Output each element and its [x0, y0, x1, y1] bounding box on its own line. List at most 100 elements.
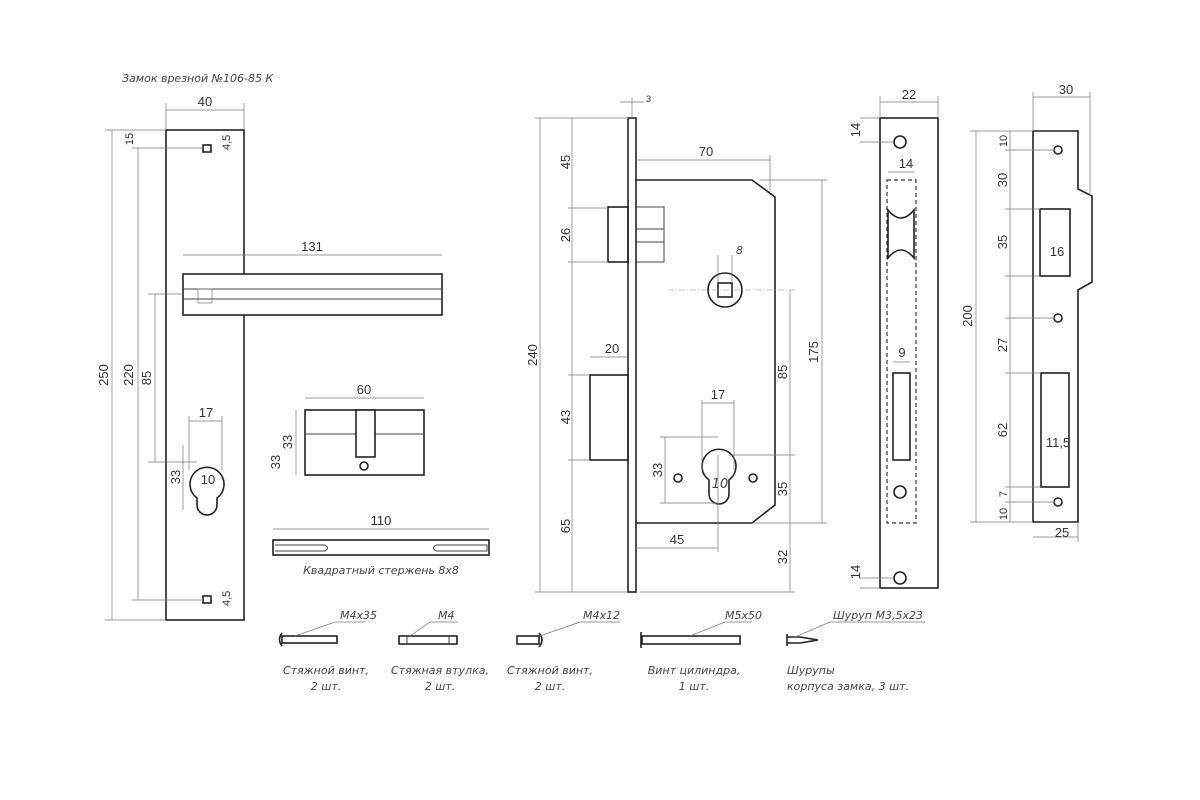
drawing-line — [886, 179, 917, 524]
drawing-line — [689, 621, 726, 637]
drawing-line — [794, 621, 831, 638]
dim-label: 131 — [301, 239, 323, 254]
dim-label: 14 — [848, 123, 863, 137]
dim-label: 8 — [736, 244, 743, 257]
drawing-line — [398, 635, 458, 645]
faceplate-front: 22 14 14 9 14 — [848, 87, 939, 589]
dim-label: 35 — [775, 482, 790, 496]
dim-label: 17 — [711, 387, 725, 402]
dim-label: 33 — [650, 463, 665, 477]
label-text: Шурупы — [787, 664, 835, 677]
cylinder-hole — [701, 448, 737, 505]
label-text: Стяжная втулка, — [391, 664, 489, 677]
drawing-line — [636, 206, 665, 263]
label-text: корпуса замка, 3 шт. — [787, 680, 909, 693]
latch — [607, 206, 629, 263]
drawing-line — [893, 571, 907, 585]
drawing-line — [893, 135, 907, 149]
dim-label: 30 — [1059, 82, 1073, 97]
drawing-line — [786, 634, 819, 646]
dim-label: 85 — [139, 371, 154, 385]
dim-label: 35 — [995, 235, 1010, 249]
dim-label: 70 — [699, 144, 713, 159]
dim-label: 14 — [899, 156, 913, 171]
dim-label: 240 — [525, 344, 540, 366]
label-text: M4 — [438, 609, 455, 622]
dim-label: 22 — [902, 87, 916, 102]
drawing-line — [359, 461, 369, 471]
dim-label: 30 — [995, 173, 1010, 187]
drawing-line — [892, 372, 911, 461]
dim-label: 45 — [670, 532, 684, 547]
dim-label: 45 — [558, 155, 573, 169]
dim-label: 10 — [712, 477, 729, 492]
drawing-line — [275, 544, 488, 552]
label-text: 2 шт. — [425, 680, 455, 693]
dim-label: 60 — [357, 382, 371, 397]
dim-label: 15 — [124, 133, 136, 145]
label-text: 1 шт. — [679, 680, 709, 693]
drawing-line — [1039, 208, 1071, 277]
drawing-line — [1032, 130, 1093, 523]
dim-label: 10 — [998, 508, 1010, 520]
drawing-title: Замок врезной №106-85 К — [122, 72, 275, 85]
keyhole — [189, 466, 225, 516]
cylinder: 60 33 33 — [268, 382, 425, 476]
drawing-line — [748, 473, 758, 483]
dim-label: 20 — [605, 341, 619, 356]
dim-label: 17 — [199, 405, 213, 420]
dim-label: 4,5 — [221, 135, 233, 150]
drawing-line — [673, 473, 683, 483]
drawing-line — [1053, 145, 1063, 155]
drawing-line — [355, 409, 376, 458]
dim-label: 32 — [775, 550, 790, 564]
strike-plate: 30 200 10 30 35 27 62 10 7 16 11,5 25 — [960, 82, 1093, 542]
drawing-line — [538, 632, 543, 648]
faceplate — [627, 117, 637, 593]
part-sleeve-m4: M4 Стяжная втулка, 2 шт. — [391, 609, 489, 693]
dim-label: 25 — [1055, 525, 1069, 540]
dim-label: 16 — [1050, 244, 1064, 259]
dim-label: 10 — [201, 472, 215, 487]
part-screw-m4x35: M4x35 Стяжной винт, 2 шт. — [278, 609, 377, 693]
dim-label: 14 — [848, 565, 863, 579]
drawing-line — [409, 621, 431, 637]
bar-label: Квадратный стержень 8х8 — [303, 564, 459, 577]
dim-label: 85 — [775, 365, 790, 379]
drawing-line — [1053, 497, 1063, 507]
dim-label: 65 — [558, 519, 573, 533]
dim-label: 62 — [995, 423, 1010, 437]
drawing-line — [1053, 313, 1063, 323]
dim-label: 33 — [168, 470, 183, 484]
drawing-line — [887, 207, 915, 261]
label-text: 2 шт. — [311, 680, 341, 693]
drawing-line — [879, 117, 939, 589]
handle-plate — [165, 129, 245, 621]
dim-label: 3 — [646, 94, 651, 104]
drawing-line — [641, 635, 741, 645]
dim-label: 220 — [121, 364, 136, 386]
dim-label: 27 — [995, 338, 1010, 352]
square-bar: 110 Квадратный стержень 8х8 — [272, 513, 490, 577]
part-screw-m5x50: M5x50 Винт цилиндра, 1 шт. — [640, 609, 762, 693]
dim-label: 40 — [198, 94, 212, 109]
dim-label: 250 — [96, 364, 111, 386]
dim-label: 200 — [960, 305, 975, 327]
dim-label: 11,5 — [1046, 435, 1070, 450]
dim-label: 175 — [806, 341, 821, 363]
screw-hole-top — [202, 144, 212, 153]
drawing-line — [294, 621, 336, 637]
label-text: Винт цилиндра, — [648, 664, 741, 677]
dim-label: 33 — [268, 455, 283, 469]
screw-hole-bottom — [202, 595, 212, 604]
drawing-line — [278, 632, 283, 647]
part-wood-screw-m35x23: Шуруп М3,5х23 Шурупы корпуса замка, 3 шт… — [786, 609, 925, 693]
label-text: M4x35 — [340, 609, 377, 622]
drawing-line — [893, 485, 907, 499]
dim-label: 7 — [998, 491, 1010, 497]
deadbolt — [589, 374, 629, 461]
dim-label: 43 — [558, 410, 573, 424]
drawing-line — [197, 288, 213, 304]
